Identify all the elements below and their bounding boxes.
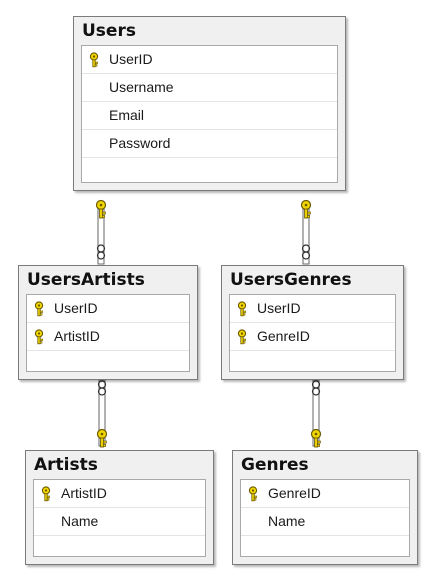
column-name: ArtistID: [54, 328, 100, 344]
column-row[interactable]: Username: [82, 74, 337, 102]
column-row[interactable]: ArtistID: [34, 480, 205, 508]
table-title: Users: [82, 21, 136, 41]
column-grid: UserID ArtistID: [26, 294, 190, 372]
column-grid: UserID GenreID: [229, 294, 396, 372]
column-name: Username: [109, 79, 174, 95]
table-title: UsersArtists: [27, 270, 145, 290]
table-artists[interactable]: Artists ArtistID Name: [25, 450, 214, 565]
one-end-key-icon: [95, 199, 107, 219]
column-name: Password: [109, 135, 171, 151]
relationship-users-usersartists[interactable]: [95, 199, 107, 265]
column-grid: UserID Username Email Password: [81, 45, 338, 183]
column-row[interactable]: Email: [82, 102, 337, 130]
many-end-infinity-icon: [301, 244, 311, 260]
column-grid: ArtistID Name: [33, 479, 206, 557]
key-icon: [237, 329, 247, 345]
column-name: Email: [109, 107, 145, 123]
column-name: UserID: [257, 300, 301, 316]
many-end-infinity-icon: [97, 380, 107, 396]
column-row[interactable]: ArtistID: [27, 323, 189, 351]
column-grid: GenreID Name: [240, 479, 410, 557]
column-row[interactable]: Name: [34, 508, 205, 536]
key-icon: [34, 301, 44, 317]
relationship-artists-usersartists[interactable]: [96, 379, 108, 448]
many-end-infinity-icon: [96, 244, 106, 260]
column-row[interactable]: UserID: [27, 295, 189, 323]
column-row[interactable]: UserID: [82, 46, 337, 74]
key-icon: [89, 52, 99, 68]
relationship-users-usersgenres[interactable]: [300, 199, 312, 265]
table-usersgenres[interactable]: UsersGenres UserID GenreID: [221, 265, 404, 380]
column-name: Name: [61, 513, 99, 529]
column-row[interactable]: Name: [241, 508, 409, 536]
relationship-genres-usersgenres[interactable]: [310, 379, 322, 448]
column-row[interactable]: GenreID: [241, 480, 409, 508]
column-row[interactable]: Password: [82, 130, 337, 158]
one-end-key-icon: [96, 428, 108, 448]
column-name: UserID: [109, 51, 153, 67]
table-title: UsersGenres: [230, 270, 352, 290]
table-users[interactable]: Users UserID Username Email Password: [73, 16, 346, 191]
many-end-infinity-icon: [311, 380, 321, 396]
table-title: Artists: [34, 455, 98, 475]
table-usersartists[interactable]: UsersArtists UserID ArtistID: [18, 265, 198, 380]
column-row[interactable]: UserID: [230, 295, 395, 323]
table-title: Genres: [241, 455, 309, 475]
column-name: GenreID: [268, 485, 321, 501]
column-name: UserID: [54, 300, 98, 316]
one-end-key-icon: [310, 428, 322, 448]
key-icon: [248, 486, 258, 502]
column-name: ArtistID: [61, 485, 107, 501]
table-genres[interactable]: Genres GenreID Name: [232, 450, 418, 565]
key-icon: [41, 486, 51, 502]
column-row[interactable]: GenreID: [230, 323, 395, 351]
column-name: GenreID: [257, 328, 310, 344]
key-icon: [34, 329, 44, 345]
one-end-key-icon: [300, 199, 312, 219]
key-icon: [237, 301, 247, 317]
column-name: Name: [268, 513, 306, 529]
